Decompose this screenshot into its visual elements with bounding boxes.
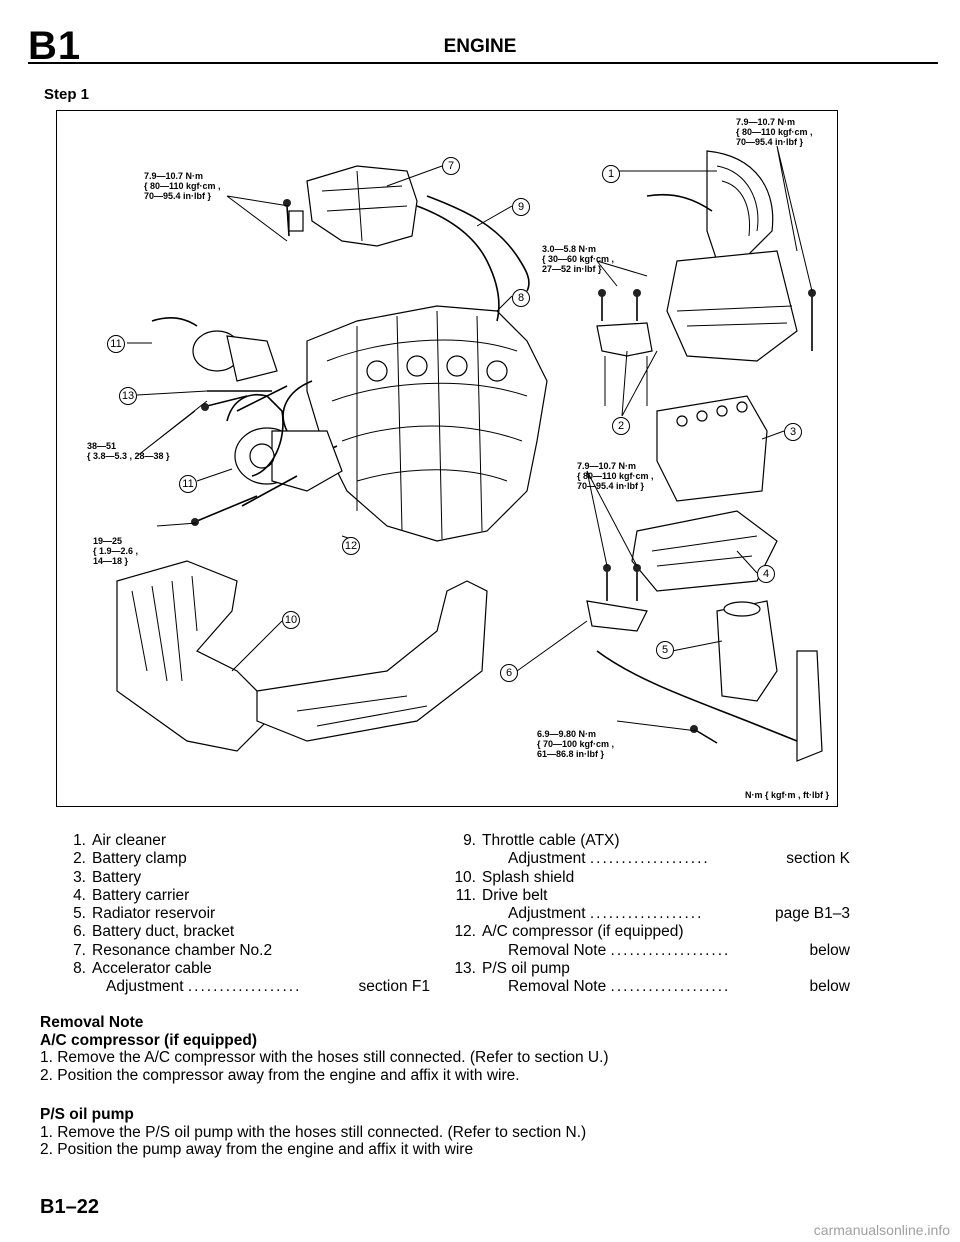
step-label: Step 1 — [44, 86, 90, 103]
callout-11-lower: 11 — [179, 475, 197, 493]
callout-1: 1 — [602, 165, 620, 183]
torque-spec-battery-carrier: 7.9—10.7 N·m { 80—110 kgf·cm , 70—95.4 i… — [577, 461, 654, 491]
callout-6: 6 — [500, 664, 518, 682]
exploded-view-figure: 7.9—10.7 N·m { 80—110 kgf·cm , 70—95.4 i… — [56, 110, 838, 807]
list-item: 8.Accelerator cable — [73, 960, 212, 978]
callout-5: 5 — [656, 641, 674, 659]
leader-lines — [127, 145, 813, 732]
ac-compressor-heading: A/C compressor (if equipped) — [40, 1031, 258, 1049]
callout-3: 3 — [784, 423, 802, 441]
callout-10: 10 — [282, 611, 300, 629]
list-item-subline: Adjustment ..................section F1 — [106, 978, 430, 996]
callout-11-upper: 11 — [107, 335, 125, 353]
callout-8: 8 — [512, 289, 530, 307]
list-item: 4.Battery carrier — [73, 886, 190, 904]
ac-step-1: 1. Remove the A/C compressor with the ho… — [40, 1049, 609, 1066]
page-title: ENGINE — [443, 36, 517, 57]
list-item-subline: Removal Note ...................below — [508, 978, 850, 996]
ps-step-1: 1. Remove the P/S oil pump with the hose… — [40, 1123, 587, 1141]
callout-9: 9 — [512, 198, 530, 216]
list-item: 12.A/C compressor (if equipped) — [454, 923, 684, 941]
callout-4: 4 — [757, 565, 775, 583]
battery-clamp-drawing — [596, 322, 653, 406]
list-item: 13.P/S oil pump — [454, 960, 570, 978]
ac-step-2: 2. Position the compressor away from the… — [40, 1066, 520, 1084]
bolts-drawing — [191, 199, 816, 744]
accelerator-cable-drawing — [416, 205, 500, 322]
radiator-reservoir-drawing — [716, 600, 778, 702]
ac-compressor-drawing — [234, 385, 343, 507]
torque-spec-battery-clamp: 3.0—5.8 N·m { 30—60 kgf·cm , 27—52 in·lb… — [542, 244, 615, 274]
list-item: 10.Splash shield — [454, 868, 575, 886]
engine-block-drawing — [282, 305, 548, 542]
list-item: 3.Battery — [73, 868, 142, 886]
list-item: 7.Resonance chamber No.2 — [73, 941, 273, 959]
ps-pump-heading: P/S oil pump — [40, 1106, 134, 1123]
throttle-cable-drawing — [426, 195, 530, 292]
watermark: carmanualsonline.info — [813, 1222, 950, 1238]
callout-13: 13 — [119, 387, 137, 405]
list-item-subline: Removal Note ...................below — [508, 941, 850, 959]
list-item: 11.Drive belt — [455, 886, 548, 904]
parts-list-left: 1.Air cleaner 2.Battery clamp 3.Battery … — [60, 832, 430, 997]
list-item: 9.Throttle cable (ATX) — [463, 832, 620, 849]
removal-note-ps: P/S oil pump 1. Remove the P/S oil pump … — [40, 1106, 586, 1159]
resonance-chamber-drawing — [288, 165, 418, 247]
torque-spec-air-cleaner: 7.9—10.7 N·m { 80—110 kgf·cm , 70—95.4 i… — [736, 117, 813, 147]
air-cleaner-drawing — [646, 150, 798, 362]
drive-belt-drawing — [226, 394, 284, 477]
torque-spec-resonance-chamber: 7.9—10.7 N·m { 80—110 kgf·cm , 70—95.4 i… — [144, 171, 221, 201]
section-code: B1 — [28, 24, 82, 68]
engine-illustration — [116, 145, 823, 762]
ps-step-2: 2. Position the pump away from the engin… — [40, 1141, 474, 1158]
splash-shield-drawing — [116, 560, 488, 752]
torque-spec-battery-duct: 6.9—9.80 N·m { 70—100 kgf·cm , 61—86.8 i… — [537, 729, 615, 759]
list-item: 6.Battery duct, bracket — [73, 923, 235, 941]
ps-oil-pump-drawing — [151, 316, 278, 392]
torque-spec-ac-compressor: 38—51 { 3.8—5.3 , 28—38 } — [87, 441, 170, 461]
list-item: 5.Radiator reservoir — [73, 905, 216, 923]
list-item-subline: Adjustment ..................page B1–3 — [508, 905, 850, 923]
units-legend: N·m { kgf·m , ft·lbf } — [745, 790, 829, 800]
list-item-subline: Adjustment ...................section K — [508, 850, 850, 868]
callout-2: 2 — [612, 417, 630, 435]
list-item: 1.Air cleaner — [73, 832, 167, 849]
battery-duct-drawing — [586, 600, 823, 762]
battery-carrier-drawing — [631, 510, 778, 592]
list-item: 2.Battery clamp — [73, 850, 187, 868]
callout-7: 7 — [442, 157, 460, 175]
page-number: B1–22 — [40, 1196, 99, 1218]
callout-12: 12 — [342, 537, 360, 555]
removal-note-ac: Removal Note A/C compressor (if equipped… — [40, 1014, 609, 1084]
parts-list-right: 9.Throttle cable (ATX) Adjustment ......… — [450, 832, 850, 997]
header-rule — [28, 62, 938, 64]
battery-drawing — [656, 395, 768, 502]
removal-note-heading: Removal Note — [40, 1014, 144, 1031]
torque-spec-ps-pump: 19—25 { 1.9—2.6 , 14—18 } — [93, 536, 139, 566]
